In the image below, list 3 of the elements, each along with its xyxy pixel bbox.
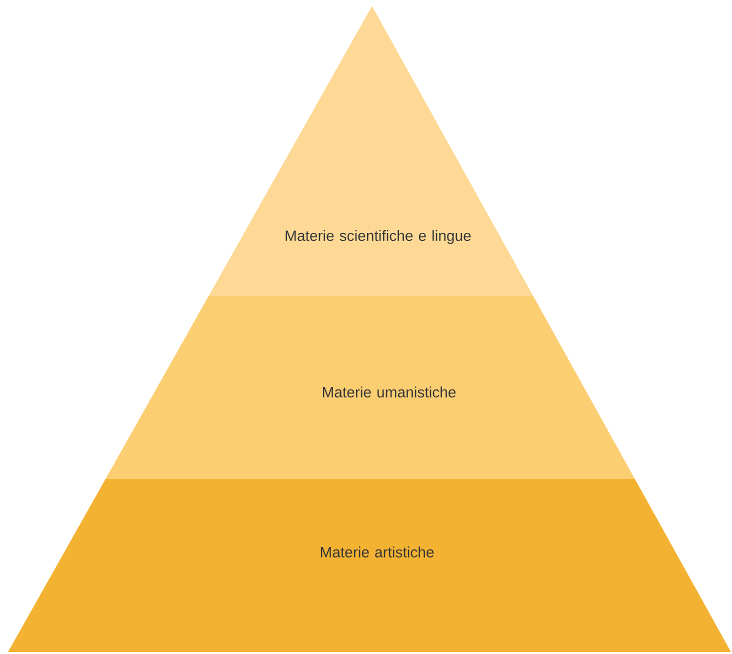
pyramid-band: Materie scientifiche e lingue — [208, 6, 534, 296]
pyramid-band: Materie artistiche — [8, 479, 731, 652]
pyramid-band: Materie umanistiche — [106, 296, 635, 479]
